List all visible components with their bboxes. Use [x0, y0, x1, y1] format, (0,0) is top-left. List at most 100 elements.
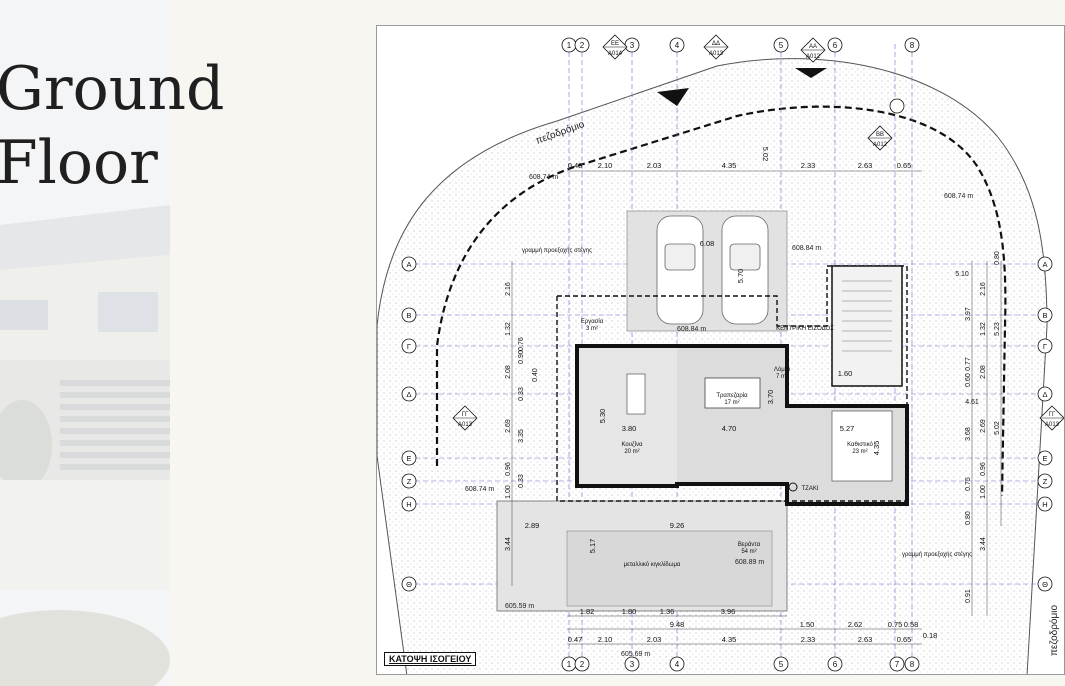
axis-label: 1: [567, 660, 572, 669]
pergola-area: [566, 530, 773, 607]
room-label-dining: Τραπεζαρία: [716, 393, 748, 399]
dimension-text: 0.77: [965, 357, 972, 371]
axis-label: 7: [895, 660, 900, 669]
dimension-text: 5.02: [761, 147, 770, 162]
dimension-text: 2.89: [525, 521, 540, 530]
dimension-text: 2.03: [647, 161, 662, 170]
page-title-line-2: Floor: [0, 128, 158, 198]
axis-label: 6: [833, 660, 838, 669]
dimension-text: 3.44: [505, 537, 512, 551]
section-tag-label: ΓΓ: [462, 412, 469, 418]
room-labels: Εργασία 3 m² Τραπεζαρία 17 m² Κουζίνα 20…: [522, 247, 972, 568]
section-tag: ΕΕ Α014: [602, 34, 628, 60]
dimensions-bottom: 1.82 1.80 1.36 3.96 9.48 1.50 2.62 0.75 …: [567, 607, 938, 645]
kitchen-floor: [577, 346, 677, 486]
axis-bubbles-top: 1 2 3 4 5 6 8: [561, 37, 920, 53]
dimension-text: 4.70: [722, 424, 737, 433]
dimension-text: 2.33: [801, 635, 816, 644]
axis-label: 5: [779, 660, 784, 669]
dimension-text: 3.70: [766, 390, 775, 405]
room-label-veranda: Βεράντα: [738, 541, 761, 548]
room-label-lobby: Λόμπι: [774, 366, 791, 373]
axis-label: Α: [406, 260, 411, 269]
dimension-text: 2.69: [980, 419, 987, 433]
dimension-text: 0.90: [518, 350, 525, 364]
section-tags: ΕΕ Α014 ΔΔ Α013 ΑΑ Α012 ΒΒ Α012: [452, 34, 1064, 431]
axis-label: Δ: [1042, 390, 1047, 399]
dimension-text: 3.35: [518, 429, 525, 443]
entry-arrow-icon: [657, 88, 689, 106]
axis-label: 4: [675, 660, 680, 669]
dimension-text: 1.80: [622, 607, 637, 616]
axis-label: Γ: [407, 342, 411, 351]
dimension-text: 0.40: [532, 368, 539, 382]
dimension-text: 0.18: [923, 631, 938, 640]
axis-label: 1: [567, 41, 572, 50]
dimension-text: 5.27: [840, 424, 855, 433]
house-photo: [0, 0, 170, 686]
house-photo-graphic: [0, 0, 170, 686]
axis-label: 5: [779, 41, 784, 50]
dimension-text: 2.62: [848, 620, 863, 629]
axis-label: Η: [406, 500, 411, 509]
dimension-text: 0.96: [505, 462, 512, 476]
dimension-text: 0.33: [518, 387, 525, 401]
axis-label: Θ: [1042, 580, 1048, 589]
dimension-text: 2.63: [858, 635, 873, 644]
roof-projection-line: [557, 265, 908, 406]
section-tag-sheet: Α012: [873, 142, 888, 148]
dimension-text: 1.32: [505, 322, 512, 336]
dimension-text: 1.36: [660, 607, 675, 616]
section-tag-label: ΑΑ: [809, 44, 817, 50]
axis-7-bubble: [889, 98, 905, 114]
axis-label: 4: [675, 41, 680, 50]
sofa: [831, 410, 893, 482]
dimension-text: 4.35: [722, 635, 737, 644]
room-label-entrance: ΚΕΝΤΡΙΚΗ ΕΙΣΟΔΟΣ: [776, 326, 834, 332]
dimension-text: 2.10: [598, 635, 613, 644]
dimension-text: 5.23: [994, 322, 1001, 336]
room-area-living: 23 m²: [852, 449, 867, 455]
dimension-text: 2.16: [505, 282, 512, 296]
page-title: Ground Floor: [0, 52, 224, 200]
dimension-text: 6.08: [700, 239, 715, 248]
roof-projection-right-label: γραμμή προεξοχής στέγης: [902, 551, 972, 558]
floor-plan: πεζοδρόμιο πεζοδρόμιο 608.74 m 608.74 m …: [376, 25, 1065, 675]
dimension-text: 3.44: [980, 537, 987, 551]
level-markers: 608.74 m 608.74 m 608.74 m 608.84 m 608.…: [465, 174, 973, 658]
dimension-text: 1.32: [980, 322, 987, 336]
section-tag: ΒΒ Α012: [867, 125, 893, 151]
dimension-text: 1.00: [980, 485, 987, 499]
dimension-text: 3.96: [721, 607, 736, 616]
dimension-text: 4.35: [722, 161, 737, 170]
plot-boundary: [435, 105, 1007, 497]
dimension-text: 0.75: [965, 477, 972, 491]
dimension-text: 1.00: [505, 485, 512, 499]
roof-projection-line-2: [556, 296, 907, 502]
street-label-side: πεζοδρόμιο: [1048, 605, 1060, 656]
axis-label: 3: [630, 660, 635, 669]
dimension-text: 0.75: [888, 620, 903, 629]
room-label-pergola: μεταλλικό κιγκλίδωμα: [624, 561, 681, 568]
section-arrow-icon: [795, 68, 827, 78]
level-marker: 605.59 m: [505, 603, 534, 610]
dimension-text: 3.97: [965, 307, 972, 321]
axis-label: Η: [1042, 500, 1047, 509]
roof-projection-left-label: γραμμή προεξοχής στέγης: [522, 247, 592, 254]
axis-bubbles-bottom: 1 2 3 4 5 6 7 8: [561, 656, 920, 672]
dimension-text: 0.76: [518, 337, 525, 351]
dimension-text: 1.50: [800, 620, 815, 629]
room-area-storage: 3 m²: [586, 326, 598, 332]
floor-plan-drawing: πεζοδρόμιο πεζοδρόμιο 608.74 m 608.74 m …: [377, 34, 1064, 674]
axis-label: 8: [910, 41, 915, 50]
room-label-kitchen: Κουζίνα: [622, 442, 644, 448]
level-marker: 608.74 m: [529, 174, 558, 181]
dimension-text: 2.03: [647, 635, 662, 644]
dimension-text: 2.69: [505, 419, 512, 433]
kitchen-island: [626, 373, 646, 415]
dimension-text: 0.33: [518, 474, 525, 488]
dimensions-right: 0.80 2.16 5.10 3.97 1.32 5.23 0.77 0.60 …: [955, 251, 1002, 616]
axis-label: Ζ: [1043, 477, 1048, 486]
dimension-text: 1.60: [838, 369, 853, 378]
dimension-text: 5.17: [588, 539, 597, 554]
